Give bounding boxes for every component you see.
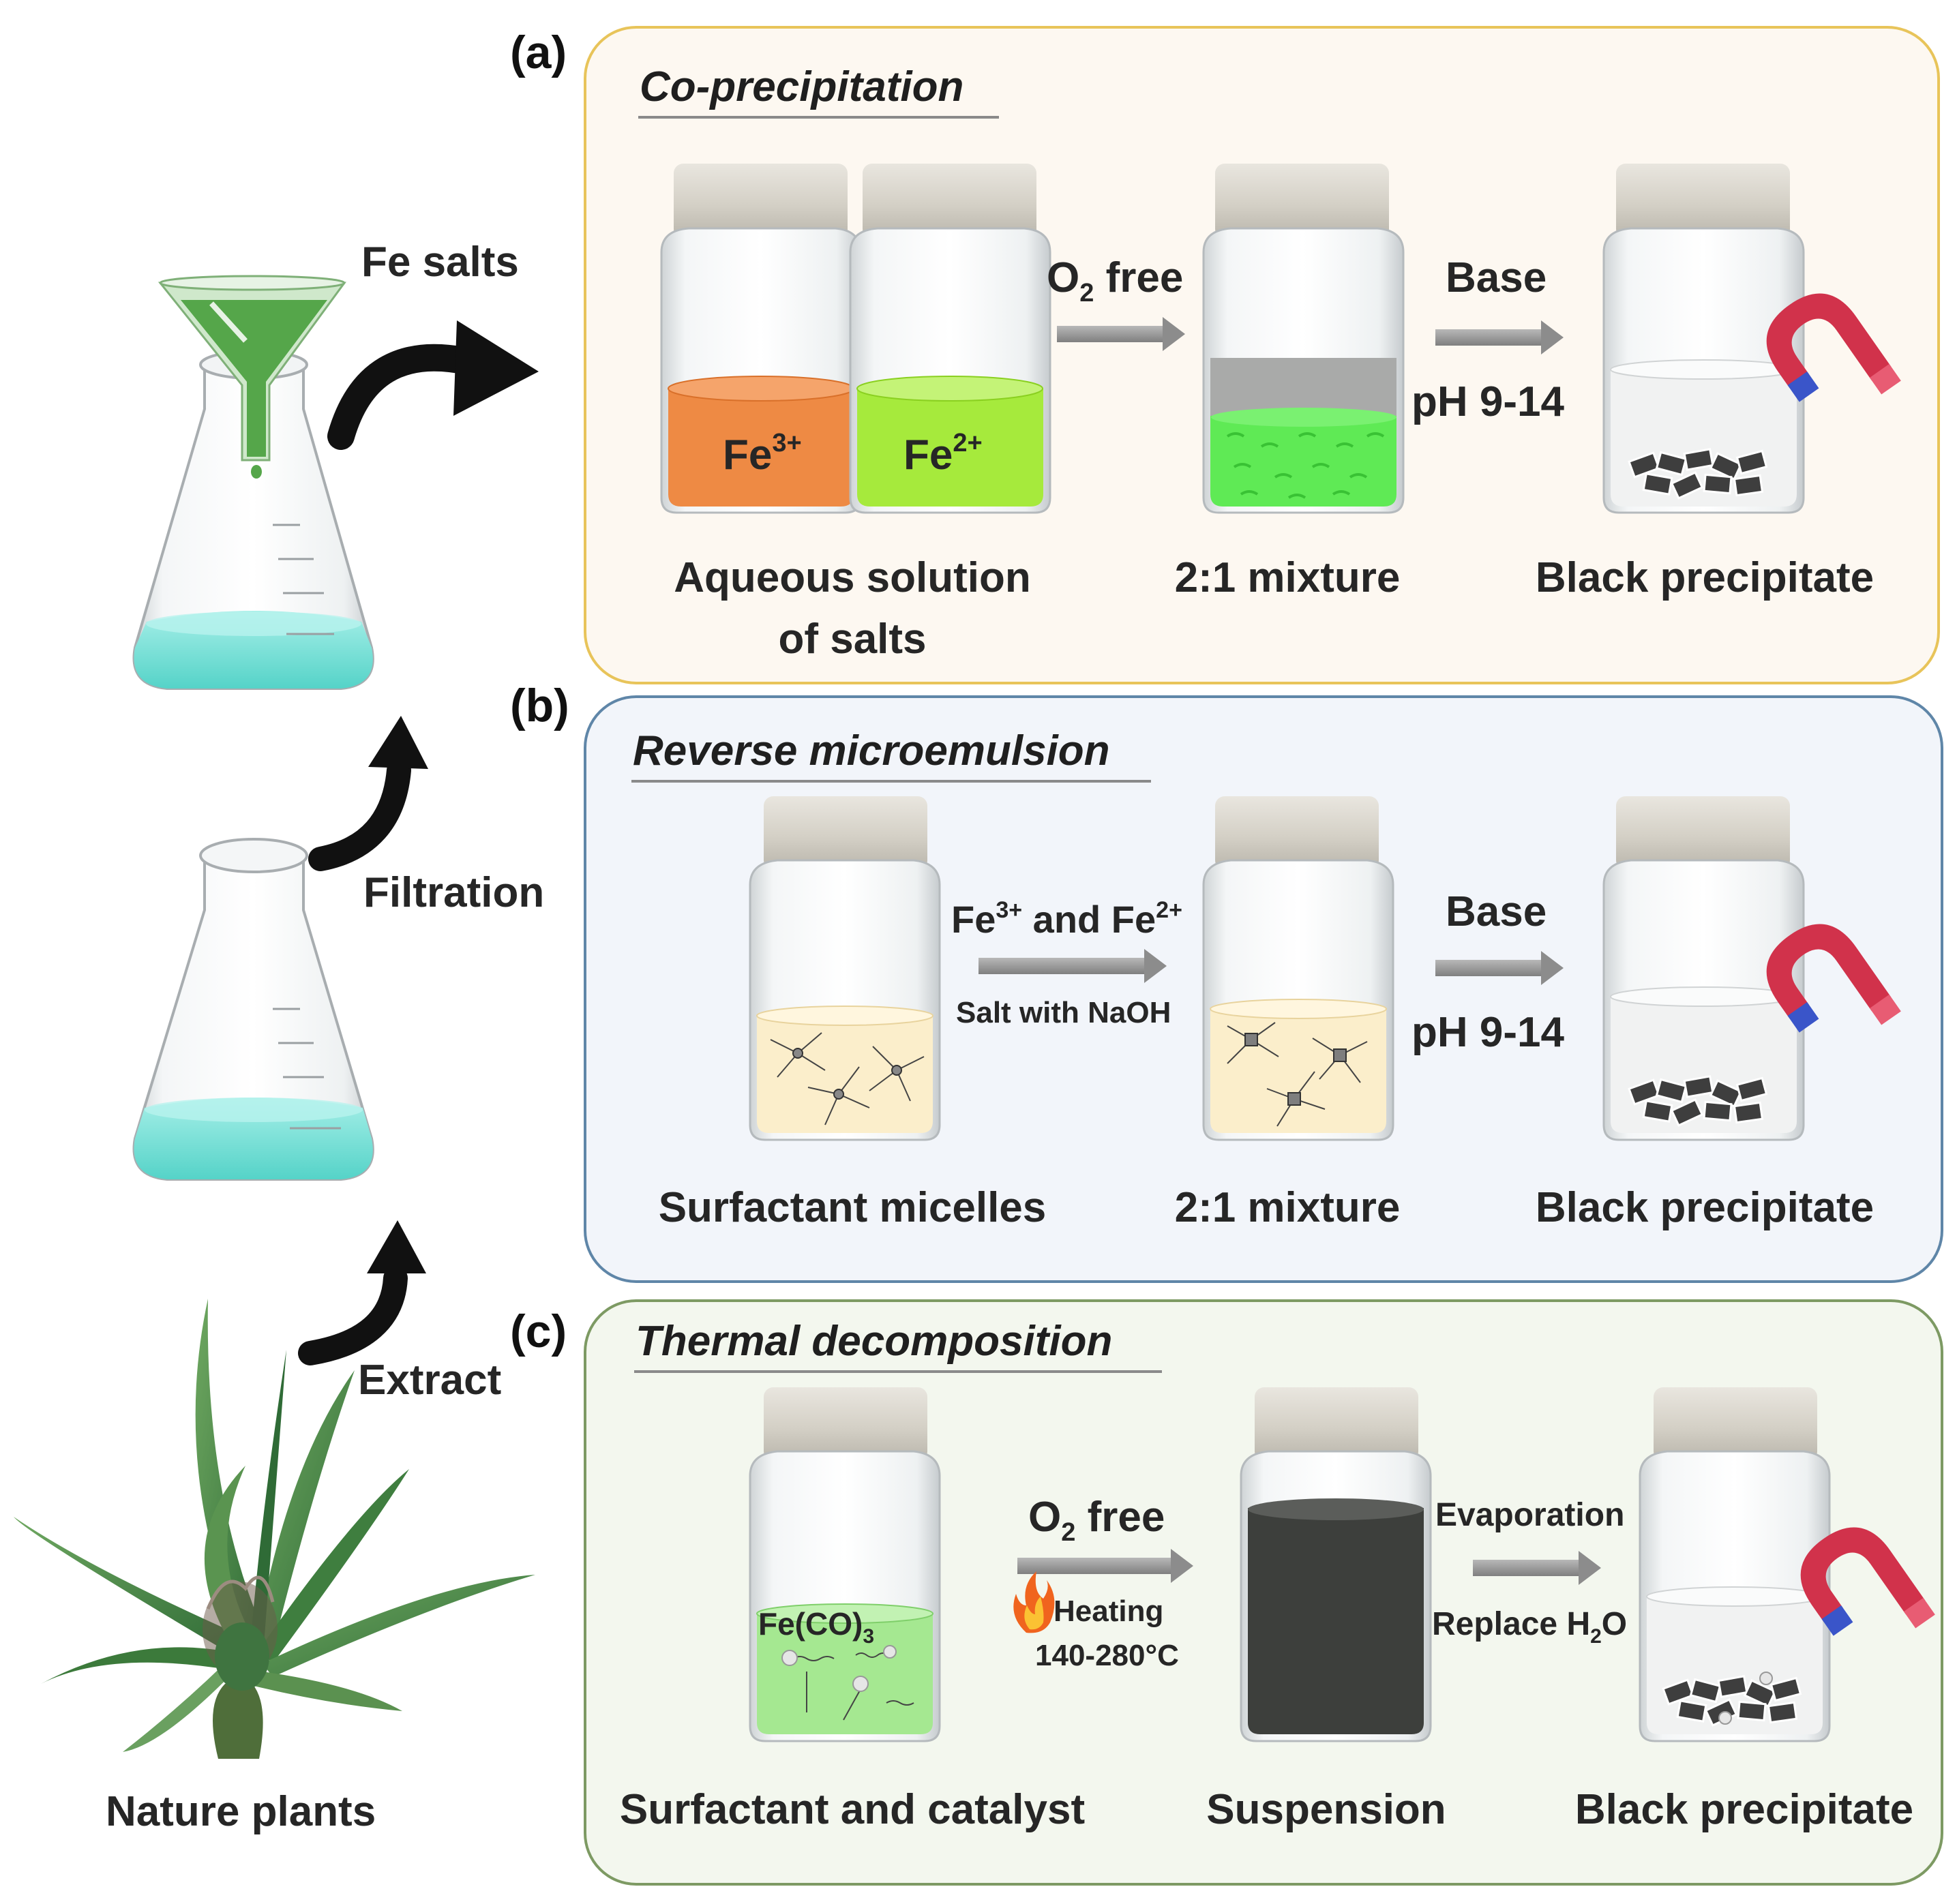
vial-precipitate-a-icon bbox=[1602, 164, 1805, 514]
temp-range: 140-280 bbox=[1035, 1639, 1145, 1672]
panel-a-arrow1-o: O bbox=[1047, 254, 1079, 301]
panel-b-arrow1-fe: Fe bbox=[951, 898, 996, 941]
panel-b-arrow1-mid: and Fe bbox=[1022, 898, 1156, 941]
replace-water-rest: O bbox=[1602, 1606, 1627, 1642]
flame-icon bbox=[1013, 1571, 1055, 1633]
panel-a-caption3: Black precipitate bbox=[1536, 554, 1874, 601]
replace-water-sub: 2 bbox=[1590, 1625, 1602, 1648]
magnet-a-icon bbox=[1766, 293, 1901, 402]
arrow-filtration-icon bbox=[308, 716, 428, 871]
panel-b-ph-label: pH 9-14 bbox=[1411, 1009, 1564, 1056]
nature-plant-icon bbox=[14, 1299, 535, 1759]
filtration-label: Filtration bbox=[363, 869, 544, 916]
flask-filtrate-icon bbox=[132, 838, 374, 1181]
panel-b-arrow1-bottom: Salt with NaOH bbox=[956, 996, 1171, 1029]
panel-a-caption1-line1: Aqueous solution bbox=[674, 554, 1031, 601]
panel-c-arrow1-rest: free bbox=[1075, 1494, 1165, 1541]
feco-label: Fe(CO) bbox=[758, 1606, 863, 1642]
fe-salts-label: Fe salts bbox=[361, 239, 519, 286]
svg-text:Fe3+: Fe3+ bbox=[723, 429, 802, 479]
fe3-label: Fe bbox=[723, 432, 772, 479]
temp-unit: °C bbox=[1145, 1639, 1178, 1672]
panel-c-caption1: Surfactant and catalyst bbox=[620, 1786, 1085, 1833]
panel-b-arrow1-icon bbox=[978, 949, 1167, 983]
vial-precipitate-c-icon bbox=[1639, 1387, 1831, 1742]
vial-micelle-mixture-icon bbox=[1202, 796, 1394, 1141]
magnet-c-icon bbox=[1800, 1527, 1935, 1636]
panel-c-arrow1-icon bbox=[1017, 1549, 1193, 1583]
panel-b-base-label: Base bbox=[1446, 888, 1547, 935]
panel-c-letter: (c) bbox=[510, 1305, 567, 1357]
panel-b-arrow1-sup2: 2+ bbox=[1156, 897, 1182, 923]
vial-mixture-icon bbox=[1202, 164, 1405, 514]
svg-text:Replace H2O: Replace H2O bbox=[1432, 1606, 1627, 1648]
arrow-extract-icon bbox=[298, 1220, 426, 1365]
panel-b-letter: (b) bbox=[510, 680, 569, 731]
svg-text:Fe3+ and Fe2+: Fe3+ and Fe2+ bbox=[951, 897, 1182, 941]
curved-arrow-to-panel-a-icon bbox=[327, 320, 539, 450]
panel-c-arrow1-sub: 2 bbox=[1061, 1518, 1075, 1547]
vial-fe2-icon bbox=[849, 164, 1051, 514]
vial-feco-icon bbox=[749, 1387, 941, 1742]
extract-label: Extract bbox=[358, 1357, 501, 1404]
panel-a-caption1-line2: of salts bbox=[778, 616, 926, 663]
panel-c-arrow2-icon bbox=[1473, 1551, 1601, 1585]
panel-c-caption3: Black precipitate bbox=[1575, 1786, 1913, 1833]
panel-a-base-label: Base bbox=[1446, 254, 1547, 301]
svg-text:Fe2+: Fe2+ bbox=[903, 429, 983, 479]
svg-text:140-280°C: 140-280°C bbox=[1035, 1639, 1179, 1672]
panel-a-arrow1-icon bbox=[1057, 317, 1185, 351]
vial-micelles-icon bbox=[749, 796, 941, 1141]
panel-a-caption2: 2:1 mixture bbox=[1175, 554, 1401, 601]
replace-water-label: Replace H bbox=[1432, 1606, 1590, 1642]
panel-a-arrow1-rest: free bbox=[1094, 254, 1183, 301]
nature-plants-label: Nature plants bbox=[106, 1788, 376, 1835]
panel-b-title: Reverse microemulsion bbox=[633, 727, 1110, 774]
panel-a-ph-label: pH 9-14 bbox=[1411, 378, 1564, 425]
panel-b-caption2: 2:1 mixture bbox=[1175, 1184, 1401, 1231]
panel-c-title: Thermal decomposition bbox=[636, 1318, 1112, 1365]
magnet-b-icon bbox=[1766, 924, 1901, 1033]
panel-a-letter: (a) bbox=[510, 27, 567, 78]
panel-b-caption1: Surfactant micelles bbox=[659, 1184, 1047, 1231]
svg-text:O2 free: O2 free bbox=[1028, 1494, 1165, 1547]
panel-c-arrow1-o: O bbox=[1028, 1494, 1061, 1541]
panel-a-title: Co-precipitation bbox=[640, 63, 963, 110]
feco-sub: 3 bbox=[863, 1625, 874, 1648]
panel-b-arrow2-icon bbox=[1435, 951, 1564, 985]
vial-fe3-icon bbox=[660, 164, 862, 514]
panel-a-arrow2-icon bbox=[1435, 320, 1564, 354]
fe2-charge: 2+ bbox=[953, 429, 982, 457]
heating-label: Heating bbox=[1054, 1595, 1163, 1628]
panel-a-arrow1-sub: 2 bbox=[1079, 279, 1094, 307]
flask-with-funnel-icon bbox=[132, 275, 374, 690]
panel-b-arrow1-sup1: 3+ bbox=[996, 897, 1022, 923]
vial-precipitate-b-icon bbox=[1602, 796, 1805, 1141]
fe2-label: Fe bbox=[903, 432, 953, 479]
svg-text:O2 free: O2 free bbox=[1047, 254, 1183, 307]
svg-text:Fe(CO)3: Fe(CO)3 bbox=[758, 1606, 874, 1648]
panel-b-caption3: Black precipitate bbox=[1536, 1184, 1874, 1231]
panel-c-caption2: Suspension bbox=[1206, 1786, 1446, 1833]
evaporation-label: Evaporation bbox=[1435, 1497, 1624, 1533]
fe3-charge: 3+ bbox=[772, 429, 801, 457]
vial-suspension-icon bbox=[1240, 1387, 1432, 1742]
